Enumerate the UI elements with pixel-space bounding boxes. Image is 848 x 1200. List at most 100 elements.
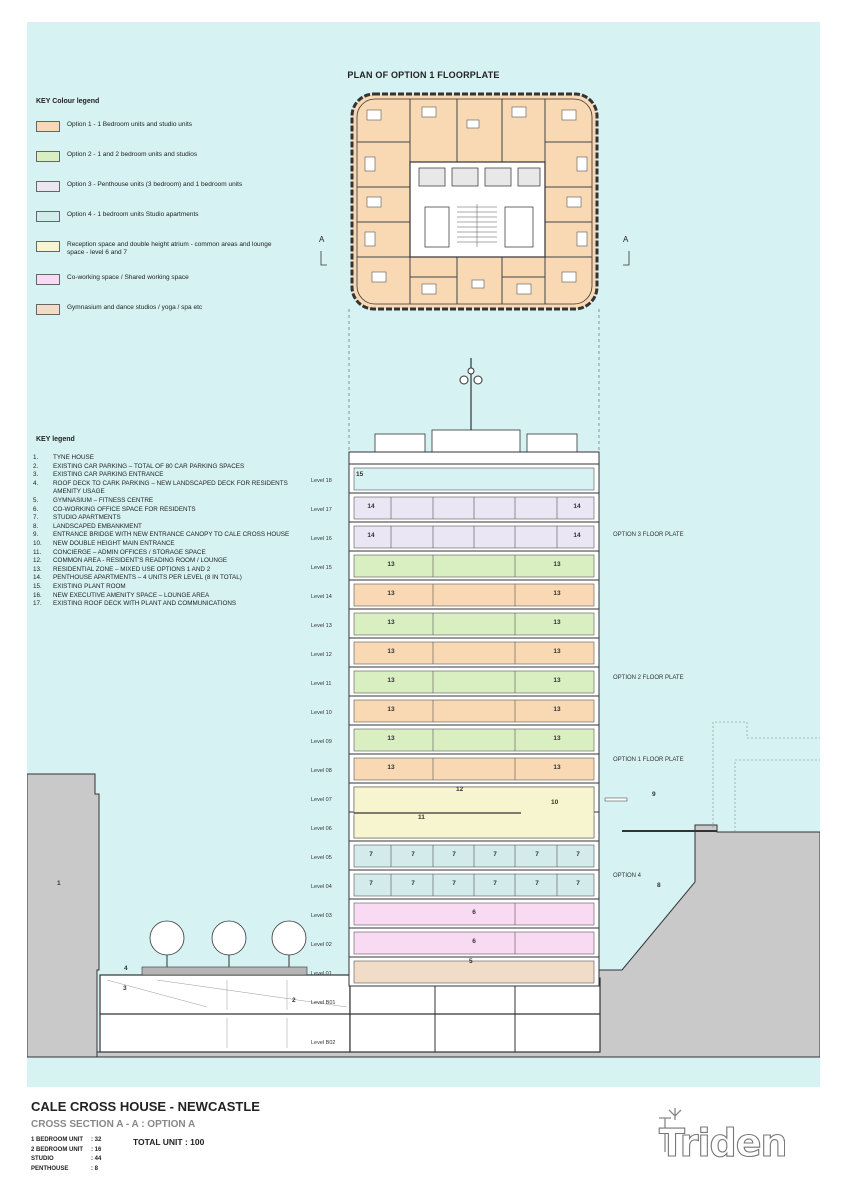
unit-tag: 13 — [553, 677, 561, 684]
key-legend-item: 10. NEW DOUBLE HEIGHT MAIN ENTRANCE — [33, 540, 298, 549]
floor-plan — [350, 92, 599, 311]
roof-plant — [348, 358, 600, 465]
level-label: Level 05 — [311, 855, 332, 861]
key-legend-item: 3.EXISTING CAR PARKING ENTRANCE — [33, 471, 298, 480]
unit-tag: 6 — [472, 938, 476, 945]
unit-tag: 7 — [369, 851, 373, 858]
colour-legend-label: Option 3 - Penthouse units (3 bedroom) a… — [67, 181, 243, 188]
floor-plate-option4: OPTION 4 — [613, 873, 642, 879]
key-legend-text: EXISTING PLANT ROOM — [53, 582, 126, 590]
unit-tag: 7 — [576, 880, 580, 887]
level-label: Level 03 — [311, 913, 332, 919]
plan-title: PLAN OF OPTION 1 FLOORPLATE — [347, 70, 500, 80]
unit-tag: 14 — [367, 503, 375, 510]
colour-legend-item: Co-working space / Shared working space — [36, 274, 189, 285]
key-legend-number: 11. — [33, 548, 42, 556]
level-label: Level 18 — [311, 478, 332, 484]
tag-8: 8 — [657, 882, 661, 889]
unit-tag: 6 — [472, 909, 476, 916]
key-legend-item: 4.ROOF DECK TO CARK PARKING – NEW LANDSC… — [33, 480, 298, 497]
key-legend-number: 17. — [33, 600, 42, 608]
key-legend-item: 7.STUDIO APARTMENTS — [33, 514, 298, 523]
colour-swatch — [36, 151, 60, 162]
tag-3: 3 — [123, 985, 127, 992]
key-legend-item: 16. NEW EXECUTIVE AMENITY SPACE – LOUNGE … — [33, 592, 298, 601]
level-label: Level 09 — [311, 739, 332, 745]
key-legend-number: 13. — [33, 565, 42, 573]
unit-tag: 7 — [493, 851, 497, 858]
section-marker-letter-right: A — [623, 235, 629, 244]
unit-stat-value: : 32 — [91, 1137, 102, 1143]
key-legend-item: 14.PENTHOUSE APARTMENTS – 4 UNITS PER LE… — [33, 574, 298, 583]
total-units: TOTAL UNIT : 100 — [133, 1137, 205, 1147]
unit-tag: 13 — [553, 706, 561, 713]
drawing-sheet: PLAN OF OPTION 1 FLOORPLATE KEY Colour l… — [27, 22, 820, 1087]
key-legend-text: NEW EXECUTIVE AMENITY SPACE – LOUNGE ARE… — [53, 591, 210, 599]
key-legend-item: 11. CONCIERGE – ADMIN OFFICES / STORAGE S… — [33, 549, 298, 558]
unit-stat-value: : 44 — [91, 1156, 102, 1162]
key-legend-number: 4. — [33, 479, 39, 487]
level-label: Level 14 — [311, 594, 332, 600]
level-label: Level 04 — [311, 884, 332, 890]
colour-legend-item: Option 3 - Penthouse units (3 bedroom) a… — [36, 181, 242, 192]
tower-floor-fill — [353, 612, 595, 636]
key-legend-number: 16. — [33, 591, 42, 599]
unit-tag: 13 — [553, 764, 561, 771]
unit-tag: 7 — [535, 851, 539, 858]
key-legend-number: 6. — [33, 505, 39, 513]
colour-swatch — [36, 211, 60, 222]
tower-floor-fill — [353, 554, 595, 578]
neighbour-outline — [712, 721, 820, 832]
level-label: Level 13 — [311, 623, 332, 629]
tag-9: 9 — [652, 791, 656, 798]
key-legend-number: 2. — [33, 462, 39, 470]
unit-tag: 13 — [553, 561, 561, 568]
unit-tag: 13 — [387, 648, 395, 655]
key-legend-number: 10. — [33, 539, 42, 547]
colour-swatch — [36, 274, 60, 285]
key-legend-text: EXISTING CAR PARKING – TOTAL OF 80 CAR P… — [53, 462, 245, 470]
colour-swatch — [36, 304, 60, 315]
unit-tag: 7 — [369, 880, 373, 887]
colour-legend-item: Option 2 - 1 and 2 bedroom units and stu… — [36, 151, 197, 162]
tower-floor-fill — [353, 757, 595, 781]
tower-floor-fill — [353, 931, 595, 955]
key-legend-text: CONCIERGE – ADMIN OFFICES / STORAGE SPAC… — [53, 548, 206, 556]
key-legend-item: 8. LANDSCAPED EMBANKMENT — [33, 523, 298, 532]
unit-stat-label: STUDIO — [31, 1156, 54, 1162]
colour-legend-item: Reception space and double height atrium… — [36, 241, 272, 257]
level-label: Level 08 — [311, 768, 332, 774]
unit-tag: 13 — [387, 590, 395, 597]
unit-stat-label: PENTHOUSE — [31, 1165, 69, 1172]
section-marker-left — [320, 251, 327, 266]
colour-swatch — [36, 241, 60, 252]
key-legend-text: NEW DOUBLE HEIGHT MAIN ENTRANCE — [53, 539, 175, 547]
unit-tag: 14 — [573, 503, 581, 510]
key-legend-text: EXISTING ROOF DECK WITH PLANT AND COMMUN… — [53, 600, 237, 608]
trident-logo: Trident — [658, 1108, 785, 1164]
key-legend-number: 8. — [33, 522, 39, 530]
colour-legend-item: Gymnasium and dance studios / yoga / spa… — [36, 304, 202, 315]
key-legend-text: RESIDENTIAL ZONE – MIXED USE OPTIONS 1 A… — [53, 565, 211, 573]
floor-plate-option1: OPTION 1 FLOOR PLATE — [613, 757, 684, 763]
key-legend-item: 17. EXISTING ROOF DECK WITH PLANT AND COM… — [33, 600, 298, 609]
unit-tag: 7 — [535, 880, 539, 887]
unit-stat: STUDIO : 44 — [31, 1156, 101, 1162]
drawing-subtitle: CROSS SECTION A - A : OPTION A — [31, 1119, 196, 1130]
colour-swatch — [36, 121, 60, 132]
key-legend-text: PENTHOUSE APARTMENTS – 4 UNITS PER LEVEL… — [53, 574, 242, 582]
key-legend-number: 1. — [33, 454, 39, 461]
key-legend-text: LANDSCAPED EMBANKMENT — [53, 522, 142, 530]
drawing-title: CALE CROSS HOUSE - NEWCASTLE — [31, 1099, 260, 1114]
unit-tag: 7 — [493, 880, 497, 887]
key-legend-text: GYMNASIUM – FITNESS CENTRE — [53, 496, 154, 504]
level-label: Level 01 — [311, 971, 332, 977]
unit-tag: 7 — [411, 851, 415, 858]
key-legend-item: 5.GYMNASIUM – FITNESS CENTRE — [33, 497, 298, 506]
section-marker-letter-left: A — [319, 235, 325, 244]
unit-tag: 13 — [553, 590, 561, 597]
colour-legend-label: Gymnasium and dance studios / yoga / spa… — [67, 304, 203, 311]
colour-legend-label: Option 1 - 1 Bedroom units and studio un… — [67, 121, 193, 128]
key-legend-number: 12. — [33, 557, 42, 565]
level-label: Level 02 — [311, 942, 332, 948]
